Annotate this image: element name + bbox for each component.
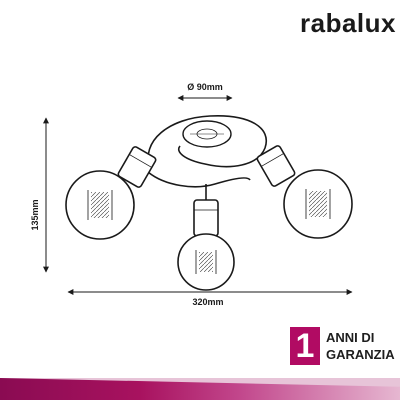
lamp-illustration xyxy=(65,115,353,291)
width-label: 320mm xyxy=(192,297,223,307)
right-bulb xyxy=(283,169,353,239)
spiral-arm-lower xyxy=(147,171,251,188)
height-dimension: 135mm xyxy=(30,117,49,273)
spiral-arm xyxy=(147,115,268,171)
width-dimension: 320mm xyxy=(67,289,353,307)
center-bulb xyxy=(177,233,235,291)
rabalux-logo: rabalux xyxy=(300,8,396,38)
diameter-dimension: Ø 90mm xyxy=(177,82,233,101)
height-label: 135mm xyxy=(30,199,40,230)
warranty-line-2: GARANZIA xyxy=(326,347,395,362)
warranty-line-1: ANNI DI xyxy=(326,330,375,345)
warranty-text: ANNI DI GARANZIA xyxy=(326,329,395,363)
right-socket xyxy=(256,145,296,187)
center-socket xyxy=(193,199,219,237)
bottom-stripe xyxy=(0,374,400,400)
left-bulb xyxy=(65,170,135,240)
warranty-years: 1 xyxy=(290,327,320,365)
bottom-stripe-gradient xyxy=(0,378,400,400)
diameter-label: Ø 90mm xyxy=(187,82,223,92)
left-socket xyxy=(117,146,157,188)
brand-name: rabalux xyxy=(300,8,396,38)
canopy xyxy=(182,120,232,148)
warranty-badge: 1 ANNI DI GARANZIA xyxy=(290,327,400,367)
